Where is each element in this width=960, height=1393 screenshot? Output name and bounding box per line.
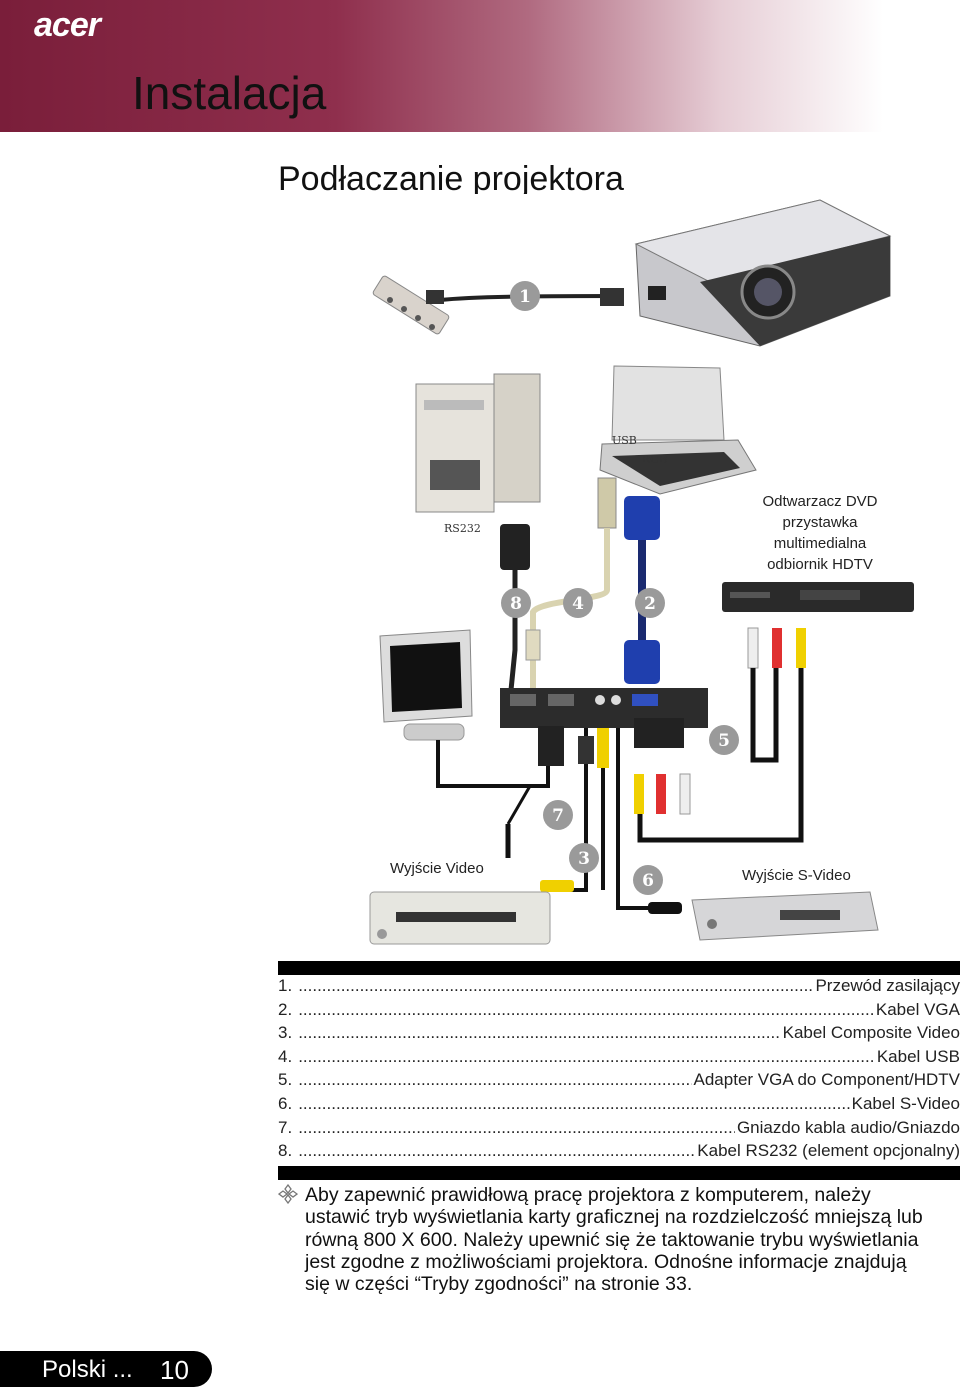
power-strip-icon <box>372 275 450 335</box>
page-footer: Polski ... 10 <box>0 1351 212 1387</box>
desktop-pc-icon <box>415 373 541 513</box>
note-text: Aby zapewnić prawidłową pracę projektora… <box>305 1184 923 1296</box>
footer-language: Polski ... <box>42 1356 133 1383</box>
section-subtitle: Podłaczanie projektora <box>278 160 624 194</box>
diamond-bullet-icon <box>278 1184 298 1204</box>
dvd-label-line1: Odtwarzacz DVD <box>762 493 877 510</box>
svg-text:1: 1 <box>519 287 531 307</box>
dvd-label-line3: multimedialna <box>774 535 867 552</box>
legend-item: 6.Kabel S-Video <box>278 1094 960 1118</box>
legend-item: 2.Kabel VGA <box>278 1000 960 1024</box>
badge-4: 4 <box>563 588 593 618</box>
badge-2: 2 <box>635 588 665 618</box>
svg-text:5: 5 <box>718 731 730 751</box>
svg-text:8: 8 <box>510 594 522 614</box>
legend-bottom-rule <box>278 1166 960 1180</box>
page-number: 10 <box>160 1355 189 1385</box>
svg-text:6: 6 <box>642 871 654 891</box>
projector-icon <box>634 199 892 347</box>
legend-item: 7.Gniazdo kabla audio/Gniazdo <box>278 1118 960 1142</box>
svg-text:7: 7 <box>552 806 564 826</box>
vcr-icon <box>369 891 551 945</box>
video-out-label: Wyjście Video <box>390 860 484 877</box>
note-block: Aby zapewnić prawidłową pracę projektora… <box>278 1184 928 1295</box>
badge-8: 8 <box>501 588 531 618</box>
badge-3: 3 <box>569 843 599 873</box>
svg-text:3: 3 <box>578 849 590 869</box>
legend-item: 5.Adapter VGA do Component/HDTV <box>278 1070 960 1094</box>
rs232-label: RS232 <box>444 522 481 535</box>
monitor-icon <box>379 629 473 741</box>
legend-top-rule <box>278 961 960 975</box>
page-title: Instalacja <box>132 67 327 119</box>
legend-item: 3.Kabel Composite Video <box>278 1023 960 1047</box>
rgb-label: RGB <box>642 453 667 466</box>
badge-1: 1 <box>510 281 540 311</box>
badge-7: 7 <box>543 800 573 830</box>
legend-item: 4.Kabel USB <box>278 1047 960 1071</box>
badge-6: 6 <box>633 865 663 895</box>
legend-item: 1.Przewód zasilający <box>278 976 960 1000</box>
legend-item: 8.Kabel RS232 (element opcjonalny) <box>278 1141 960 1165</box>
video-player-icon <box>691 891 879 941</box>
connection-diagram: RS232 USB RGB Odtwarzacz DVD przystawka … <box>369 199 914 945</box>
legend-list: 1.Przewód zasilający 2.Kabel VGA 3.Kabel… <box>278 976 960 1165</box>
usb-label: USB <box>612 434 637 447</box>
svideo-out-label: Wyjście S-Video <box>742 867 851 884</box>
acer-logo: acer <box>34 6 101 44</box>
svg-text:2: 2 <box>644 594 656 614</box>
dvd-label-line2: przystawka <box>782 514 858 531</box>
dvd-player-icon <box>722 582 914 612</box>
laptop-icon <box>599 365 757 495</box>
header-bar: acer Instalacja <box>0 0 960 132</box>
svg-text:4: 4 <box>572 594 584 614</box>
badge-5: 5 <box>709 725 739 755</box>
dvd-label-line4: odbiornik HDTV <box>767 556 873 573</box>
